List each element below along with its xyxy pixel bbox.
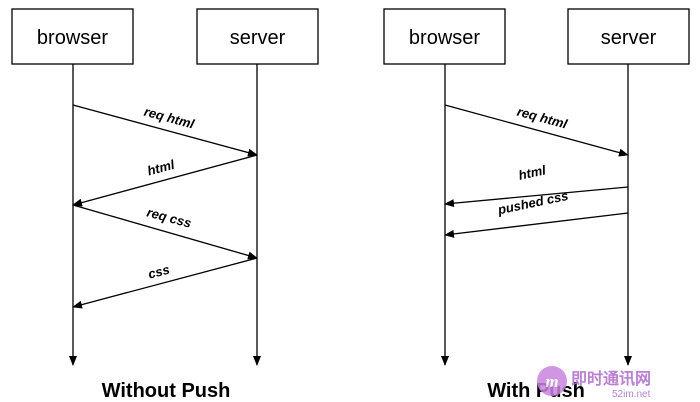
message-arrow-req-html — [72, 104, 258, 157]
server-label: server — [601, 27, 657, 49]
message-arrow-pushed-css — [444, 212, 629, 238]
message-arrow-html — [72, 154, 258, 207]
browser-label: browser — [37, 27, 108, 49]
message-label-pushed-css: pushed css — [496, 188, 570, 218]
watermark-logo: m 即时通讯网 52im.net — [537, 366, 651, 400]
message-label-html: html — [146, 157, 177, 179]
browser-box — [11, 8, 134, 65]
message-label-req-html: req html — [515, 104, 569, 132]
message-label-css: css — [146, 262, 171, 282]
watermark-site: 52im.net — [612, 389, 651, 400]
message-arrow-html — [444, 186, 629, 208]
diagram-with-push: browser server req html html pushed css … — [383, 8, 690, 402]
watermark-emblem-glyph: m — [545, 372, 558, 391]
message-arrow-req-html — [444, 104, 629, 157]
message-label-html: html — [517, 162, 547, 182]
browser-label: browser — [409, 27, 480, 49]
watermark-brand: 即时通讯网 — [571, 370, 651, 388]
server-box — [567, 8, 690, 65]
message-label-req-html: req html — [142, 104, 196, 132]
watermark-emblem-icon — [537, 366, 567, 396]
caption-without-push: Without Push — [102, 380, 231, 402]
message-arrow-req-css — [72, 204, 258, 260]
server-box — [196, 8, 319, 65]
message-arrow-css — [72, 257, 258, 309]
server-label: server — [230, 27, 286, 49]
browser-box — [383, 8, 506, 65]
diagram-without-push: browser server req html html req css css… — [11, 8, 319, 402]
message-label-req-css: req css — [145, 205, 193, 231]
